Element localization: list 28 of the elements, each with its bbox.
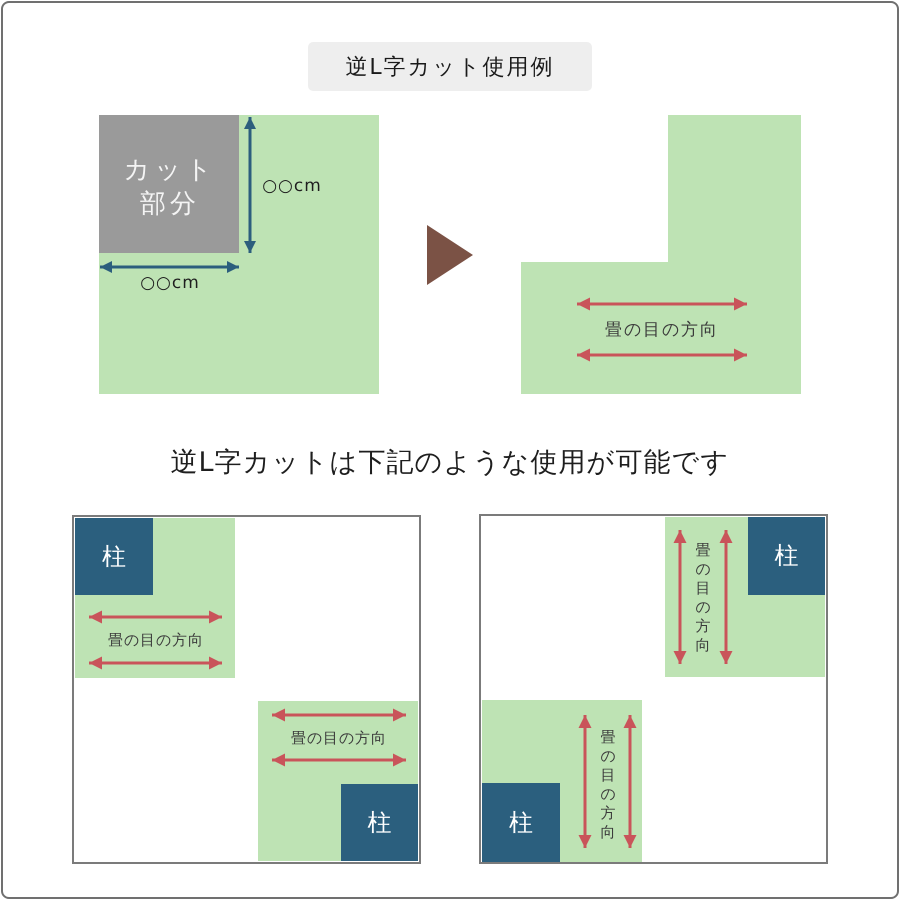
- subheading: 逆L字カットは下記のような使用が可能です: [170, 446, 730, 480]
- pillar-label: 柱: [368, 808, 392, 837]
- arrow: [427, 225, 473, 285]
- mat-label: 畳の目の方向: [605, 320, 719, 340]
- mat-label: 畳の目の方向: [291, 729, 387, 747]
- cut-section: [99, 115, 239, 253]
- dimension-label: ○○cm: [140, 272, 200, 294]
- pillar: [482, 783, 560, 862]
- pillar: [75, 518, 153, 595]
- tatami-mat: [665, 517, 825, 677]
- tatami-mat: [99, 115, 379, 394]
- pillar-label: 柱: [509, 808, 533, 837]
- title: 逆L字カット使用例: [308, 42, 592, 91]
- pillar-label: 柱: [774, 542, 798, 570]
- l-shaped-tatami-mat: [521, 115, 801, 394]
- tatami-mat: [258, 701, 418, 861]
- tatami-mat: [75, 518, 235, 678]
- pillar: [341, 784, 418, 861]
- room-plan: [72, 515, 421, 864]
- pillar: [748, 517, 825, 595]
- pillar-label: 柱: [102, 542, 126, 571]
- mat-label: 畳の目の方向: [108, 631, 204, 649]
- room-plan: [479, 514, 828, 864]
- mat-label: 畳の目の方向: [600, 728, 616, 842]
- dimension-label: ○○cm: [262, 176, 322, 196]
- mat-label: 畳の目の方向: [694, 541, 712, 655]
- cut-label: カット部分: [122, 154, 218, 221]
- tatami-mat: [482, 700, 642, 862]
